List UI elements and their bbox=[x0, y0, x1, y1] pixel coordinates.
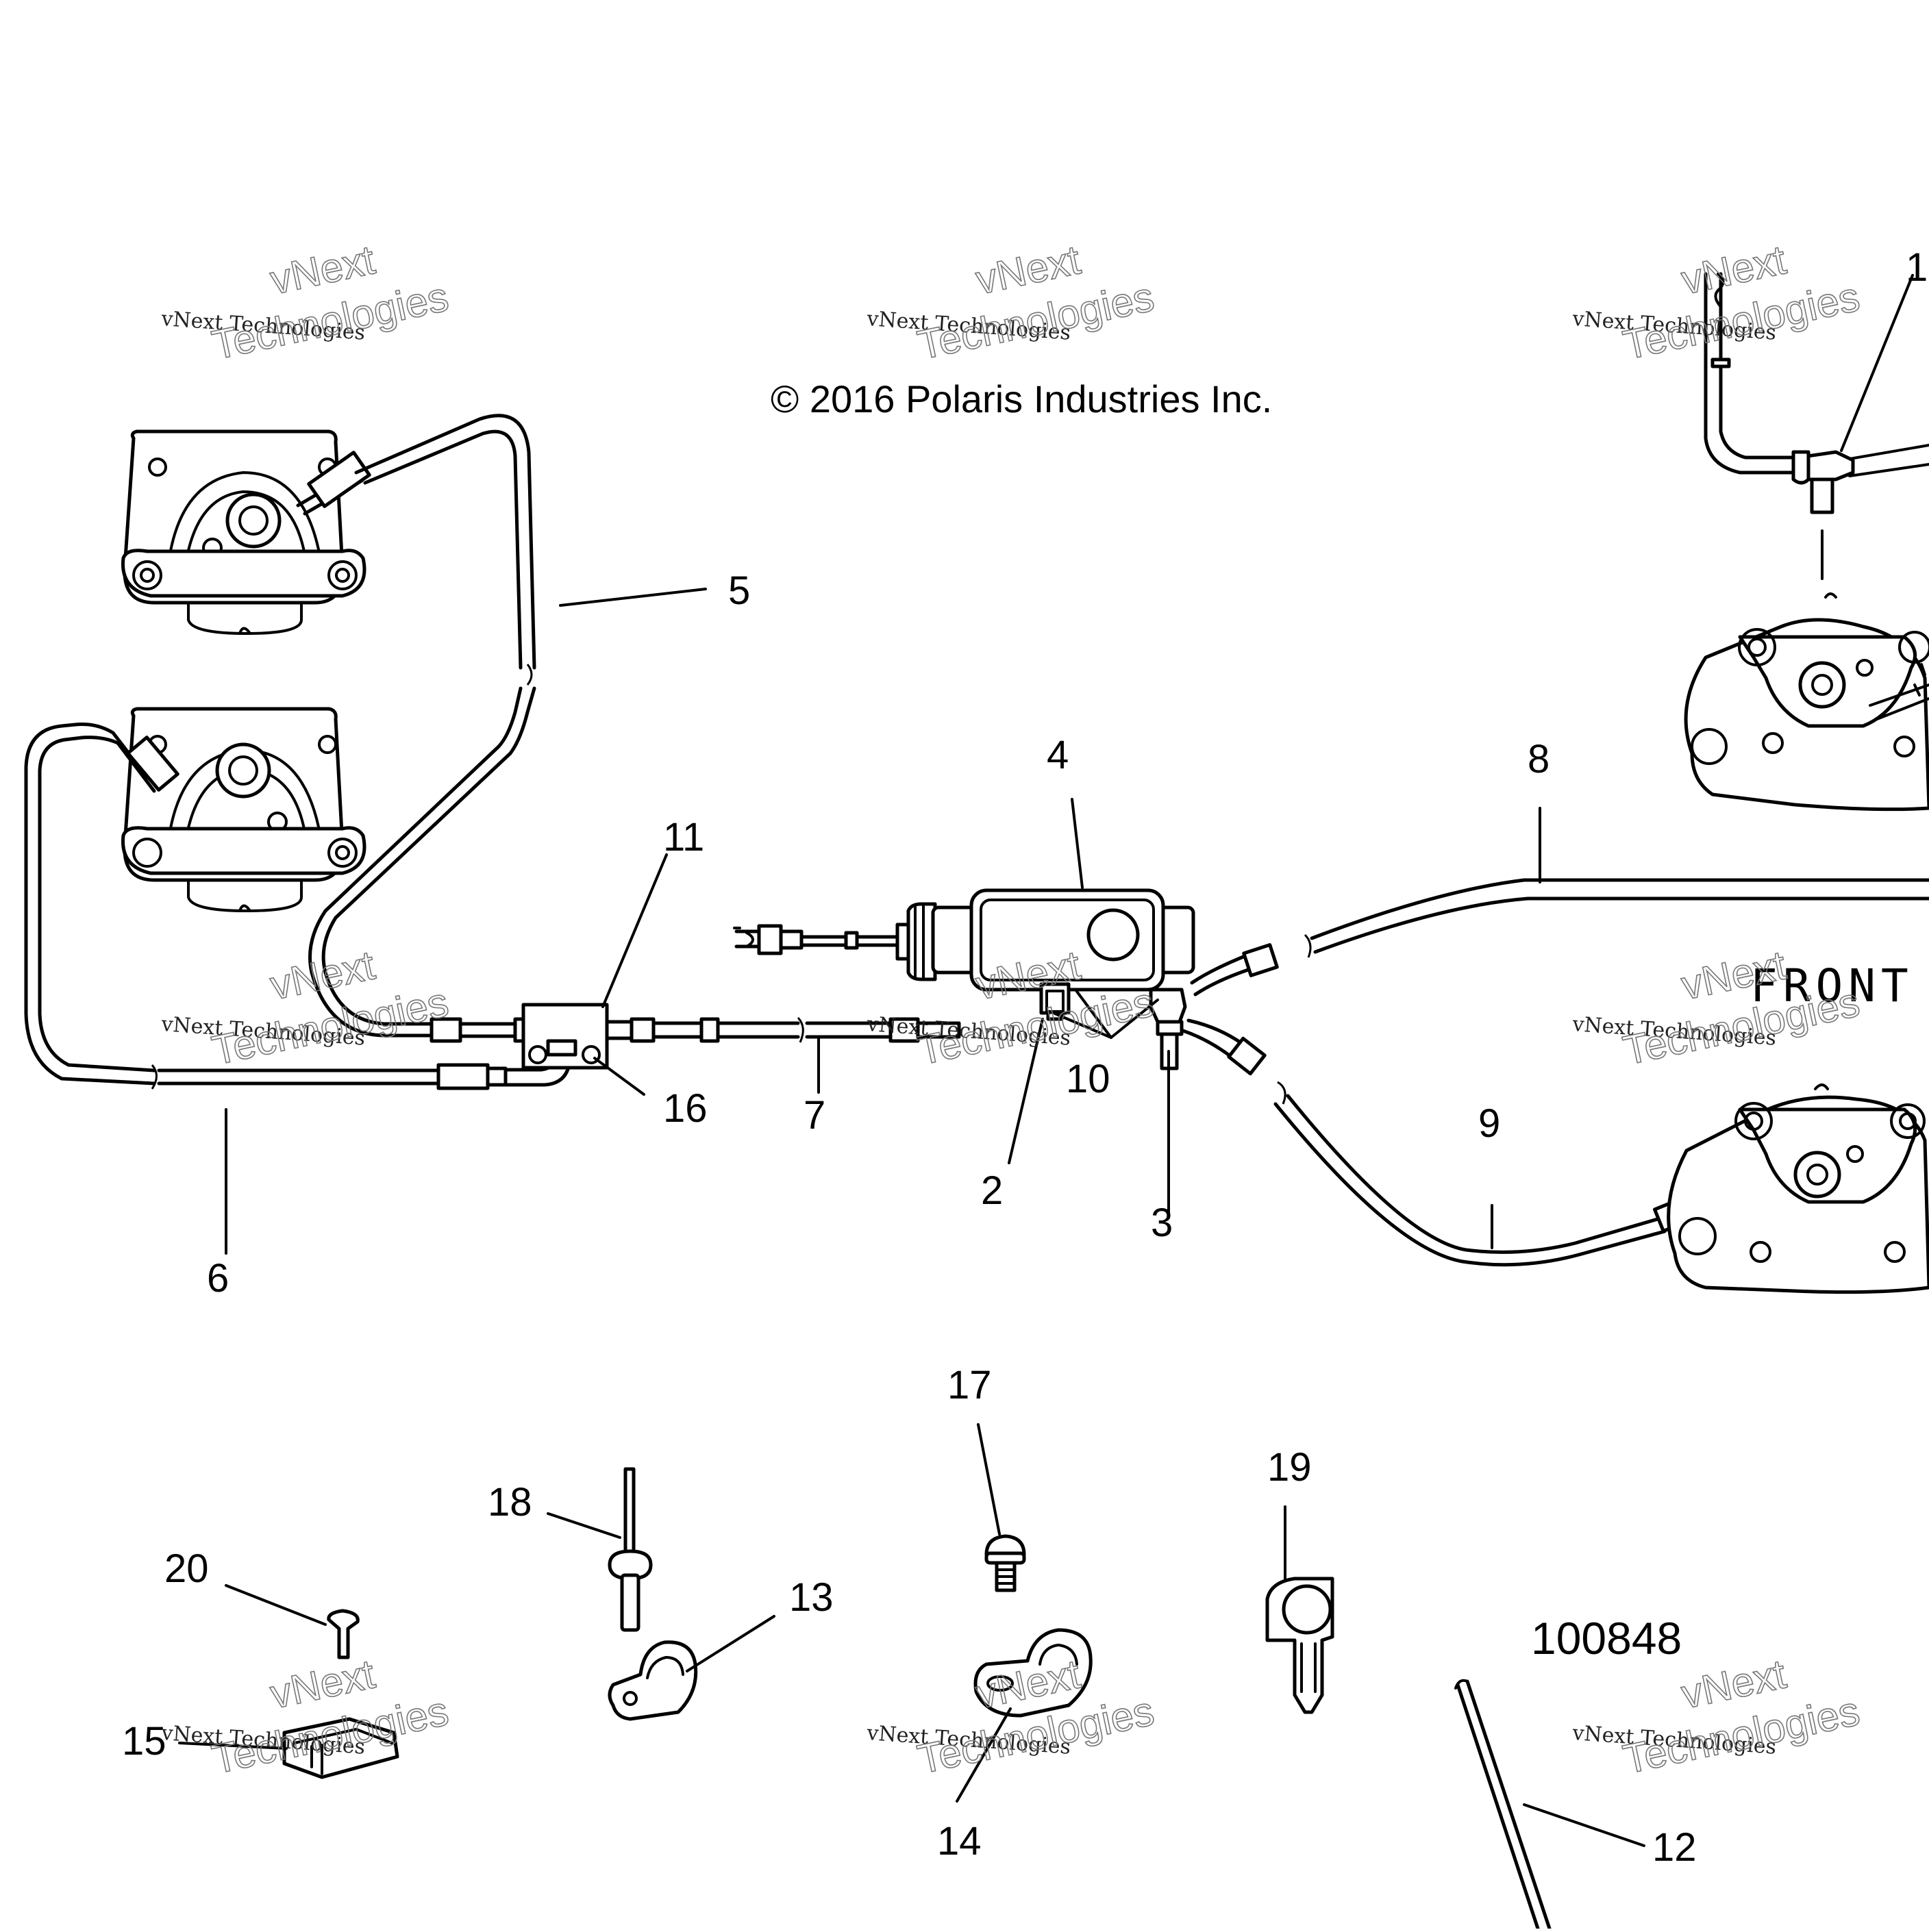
brake-line-8 bbox=[1190, 878, 1929, 996]
front-caliper-lower bbox=[1667, 1083, 1929, 1294]
callout-1: 1 bbox=[1906, 245, 1928, 290]
leader-lines bbox=[178, 274, 1914, 1847]
brake-junction-block bbox=[521, 1003, 634, 1070]
push-rivet-18 bbox=[608, 1467, 653, 1632]
brake-rod-12 bbox=[1454, 1679, 1552, 1931]
copyright-text: © 2016 Polaris Industries Inc. bbox=[771, 377, 1272, 421]
p-clamp-14 bbox=[973, 1628, 1093, 1718]
callout-3: 3 bbox=[1151, 1201, 1173, 1245]
callout-17: 17 bbox=[947, 1363, 992, 1407]
master-cylinder bbox=[733, 888, 1195, 1070]
callout-18: 18 bbox=[488, 1480, 532, 1525]
retainer-clip-19 bbox=[1265, 1577, 1334, 1714]
callout-8: 8 bbox=[1528, 737, 1550, 781]
callout-5: 5 bbox=[728, 568, 750, 613]
rear-caliper-upper bbox=[121, 429, 366, 635]
callout-13: 13 bbox=[789, 1575, 834, 1620]
callout-9: 9 bbox=[1478, 1101, 1500, 1146]
figure-id: 100848 bbox=[1531, 1613, 1682, 1664]
rear-caliper-lower bbox=[121, 707, 366, 912]
brake-line-7 bbox=[630, 1016, 961, 1043]
brake-line-5 bbox=[296, 414, 536, 1043]
callout-2: 2 bbox=[981, 1168, 1003, 1213]
callout-11: 11 bbox=[663, 815, 704, 860]
screw-17 bbox=[984, 1534, 1026, 1592]
callout-4: 4 bbox=[1047, 733, 1069, 777]
front-caliper-upper bbox=[1684, 272, 1929, 812]
clip-nut-15 bbox=[282, 1717, 399, 1779]
callout-20: 20 bbox=[164, 1546, 209, 1591]
callout-12: 12 bbox=[1652, 1825, 1697, 1870]
front-label: FRONT bbox=[1750, 959, 1914, 1012]
callout-19: 19 bbox=[1267, 1445, 1312, 1490]
callout-7: 7 bbox=[804, 1093, 825, 1138]
rivet-20 bbox=[327, 1609, 360, 1659]
callout-14: 14 bbox=[937, 1819, 982, 1864]
callout-6: 6 bbox=[207, 1256, 229, 1301]
callout-10: 10 bbox=[1066, 1057, 1110, 1101]
callout-16: 16 bbox=[663, 1086, 708, 1131]
brake-line-6 bbox=[24, 723, 573, 1090]
callout-labels: 1 2 3 4 5 6 7 8 9 10 11 12 13 14 15 16 1… bbox=[122, 245, 1928, 1870]
p-clamp-13 bbox=[608, 1640, 698, 1721]
callout-15: 15 bbox=[122, 1719, 166, 1764]
